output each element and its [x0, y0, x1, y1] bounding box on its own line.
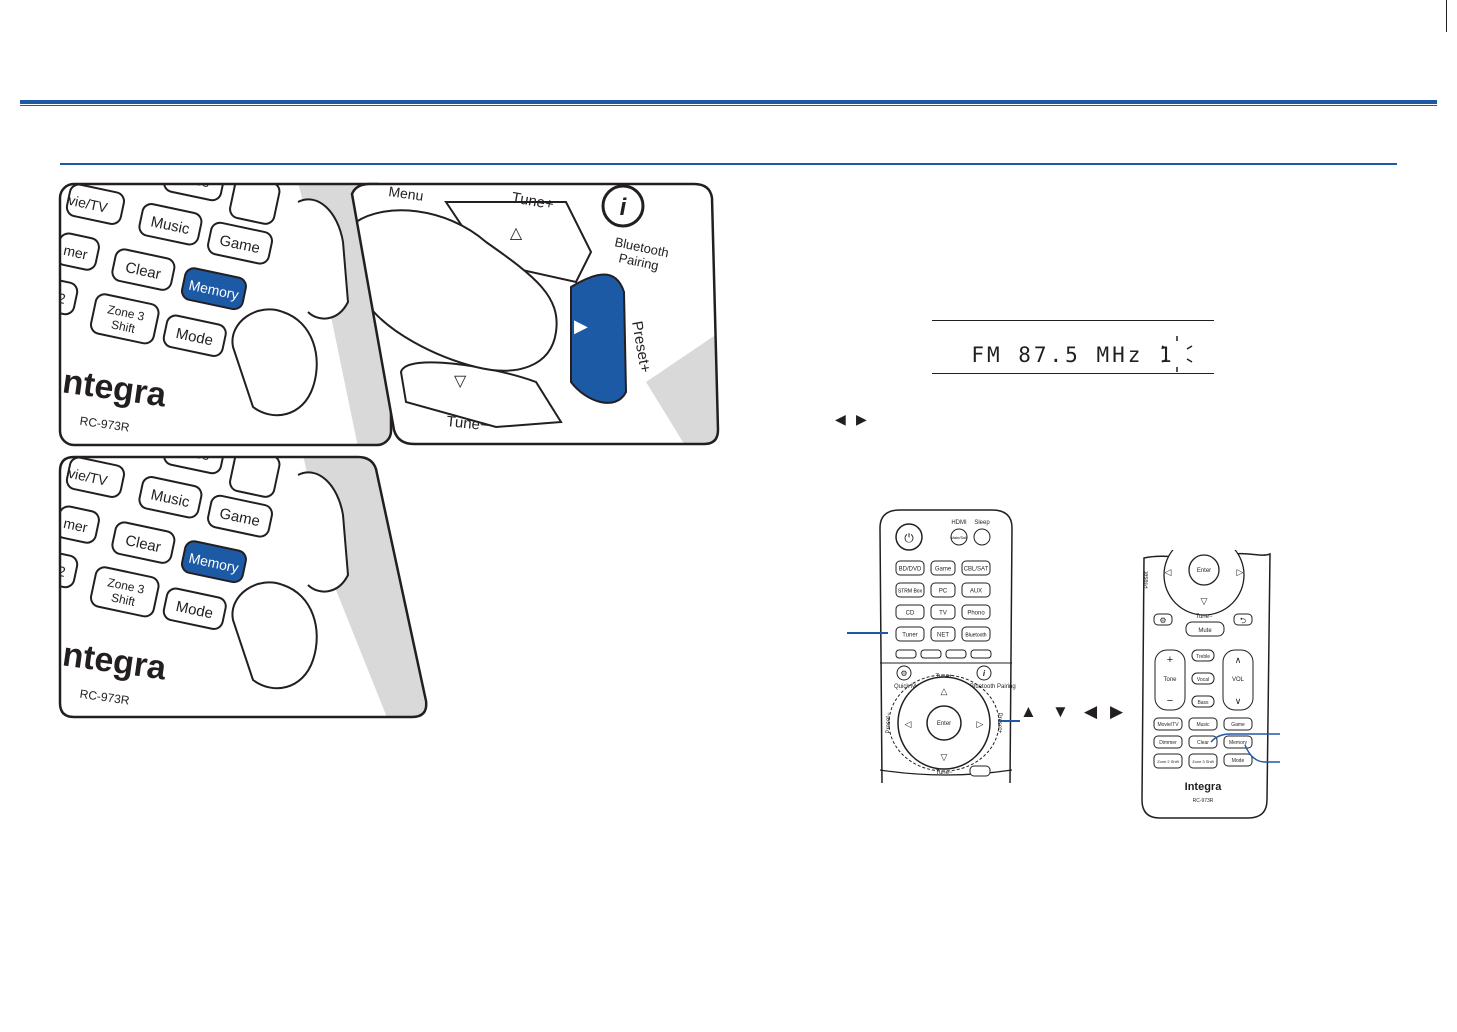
- input-tuner: Tuner: [902, 633, 917, 639]
- remote-secondary: Enter ▽ ◁ ▷ Preset Tune− ⚙ Mute ⮌ + Tone…: [1141, 550, 1280, 819]
- nav-up-icon: ▲: [1020, 702, 1037, 721]
- header-rule-thin: [20, 105, 1437, 106]
- down-arrow-icon: ▽: [454, 373, 467, 390]
- input-bluetooth: Bluetooth: [965, 633, 986, 639]
- blink-rays-icon: [1161, 336, 1193, 372]
- enter-button: Enter: [1197, 568, 1211, 574]
- memory-illustration-bottom: Bass vie/TV Music Game mer Clear Memory …: [58, 455, 428, 719]
- key-dimmer: mer: [62, 242, 89, 263]
- input-game: Game: [935, 567, 952, 573]
- display-text: FM 87.5 MHz: [971, 343, 1160, 367]
- model-label: RC-973R: [1193, 798, 1214, 804]
- right-arrow-icon: ▶: [856, 411, 867, 427]
- tune-minus-label: Tune−: [446, 413, 490, 434]
- key-zone3-shift: Shift: [110, 317, 137, 336]
- bass-button: Bass: [1197, 700, 1209, 706]
- input-pc: PC: [939, 589, 948, 595]
- zone2-shift-button: Zone 2 Shift: [1157, 759, 1179, 764]
- game-button: Game: [1231, 722, 1245, 728]
- treble-button: Treble: [1196, 654, 1210, 660]
- preset-plus-arrow-icon: ▶: [574, 316, 588, 336]
- preset-label: Preset: [1144, 571, 1150, 589]
- memory-button: Memory: [1229, 740, 1248, 746]
- hdmi-label: HDMI: [951, 520, 967, 526]
- key-bass: Bass: [177, 182, 211, 190]
- display-top-line: [932, 320, 1214, 321]
- key-dimmer: mer: [62, 515, 89, 536]
- up-button-icon: △: [941, 686, 948, 696]
- return-icon: ⮌: [1240, 616, 1246, 625]
- bt-pairing-label: Bluetooth Pairing: [970, 684, 1016, 690]
- tone-down-icon: −: [1167, 695, 1173, 707]
- input-strm-box: STRM Box: [898, 589, 923, 595]
- key-bass: Bass: [177, 455, 211, 463]
- mute-button: Mute: [1198, 628, 1212, 634]
- enter-button: Enter: [937, 721, 951, 727]
- left-button-icon: ◁: [905, 719, 912, 729]
- info-icon: i: [620, 194, 628, 221]
- preset-illustration: △ ▶ ▽ i Menu Tune+ Bluetooth Pairing Pre…: [350, 182, 720, 446]
- menu-label: Menu: [388, 183, 425, 204]
- callout-dpad: [1000, 720, 1020, 722]
- tone-label: Tone: [1163, 677, 1177, 683]
- down-button-icon: ▽: [941, 752, 948, 762]
- input-buttons: BD/DVD Game CBL/SAT STRM Box PC AUX CD T…: [898, 567, 989, 639]
- input-cbl-sat: CBL/SAT: [964, 567, 989, 573]
- input-phono: Phono: [967, 611, 985, 617]
- zone3-shift-button: Zone 3 Shift: [1192, 759, 1214, 764]
- vol-up-icon: ∧: [1235, 655, 1242, 665]
- down-button-icon: ▽: [1201, 596, 1208, 606]
- header-rule: [20, 100, 1437, 104]
- movie-tv-button: Movie/TV: [1157, 722, 1179, 728]
- model-label: RC-973R: [79, 687, 131, 708]
- music-button: Music: [1196, 722, 1210, 728]
- display-bottom-line: [932, 373, 1214, 374]
- nav-left-icon: ◀: [1084, 702, 1098, 721]
- power-icon: ⏻: [904, 531, 914, 545]
- finger-icon: [231, 581, 318, 690]
- settings-icon: ⚙: [1159, 616, 1166, 625]
- page-edge-mark: [1446, 0, 1447, 32]
- mode-button: Mode: [1232, 758, 1245, 764]
- tone-up-icon: +: [1167, 654, 1173, 666]
- preset-plus-label: Preset+: [996, 713, 1002, 734]
- hand-icon: [354, 209, 558, 372]
- left-button-icon: ◁: [1165, 567, 1172, 577]
- nav-right-icon: ▶: [1110, 702, 1124, 721]
- tune-minus-label: Tune−: [1196, 614, 1213, 620]
- key-zone2: 2: [58, 290, 67, 307]
- dimmer-button: Dimmer: [1159, 740, 1177, 746]
- right-button-icon: ▷: [977, 719, 984, 729]
- key-zone3-shift: Shift: [110, 590, 137, 609]
- front-display: FM 87.5 MHz 1: [932, 343, 1214, 367]
- key-zone2: 2: [58, 563, 67, 580]
- clear-button: Clear: [1197, 740, 1209, 746]
- right-button-icon: ▷: [1237, 567, 1244, 577]
- section-rule: [60, 163, 1397, 165]
- input-bd-dvd: BD/DVD: [899, 567, 922, 573]
- nav-down-icon: ▼: [1052, 702, 1069, 721]
- vocal-button: Vocal: [1197, 677, 1209, 683]
- info-icon: i: [983, 669, 986, 678]
- memory-illustration-top: Bass vie/TV Music Game mer Clear Memory …: [58, 182, 393, 447]
- remote-main: ⏻ HDMI Main/Sub Sleep BD/DVD Game CBL/SA…: [879, 509, 1016, 783]
- input-aux: AUX: [970, 589, 982, 595]
- input-tv: TV: [939, 611, 947, 617]
- input-cd: CD: [906, 611, 915, 617]
- gear-icon: ⚙: [900, 669, 907, 678]
- quick-menu-label: Quick Menu: [894, 684, 926, 690]
- model-label: RC-973R: [79, 414, 131, 435]
- finger-icon: [231, 308, 318, 417]
- brand-logo: Integra: [1185, 781, 1223, 793]
- input-net: NET: [937, 633, 949, 639]
- preset-minus-label: Preset−: [886, 712, 892, 733]
- main-sub-label: Main/Sub: [951, 535, 969, 540]
- up-arrow-icon: △: [510, 225, 523, 242]
- vol-down-icon: ∨: [1235, 696, 1242, 706]
- sleep-label: Sleep: [974, 520, 990, 526]
- tune-minus-label: Tune−: [936, 770, 953, 776]
- vol-label: VOL: [1232, 677, 1245, 683]
- left-arrow-icon: ◀: [835, 411, 846, 427]
- callout-tuner: [847, 632, 888, 634]
